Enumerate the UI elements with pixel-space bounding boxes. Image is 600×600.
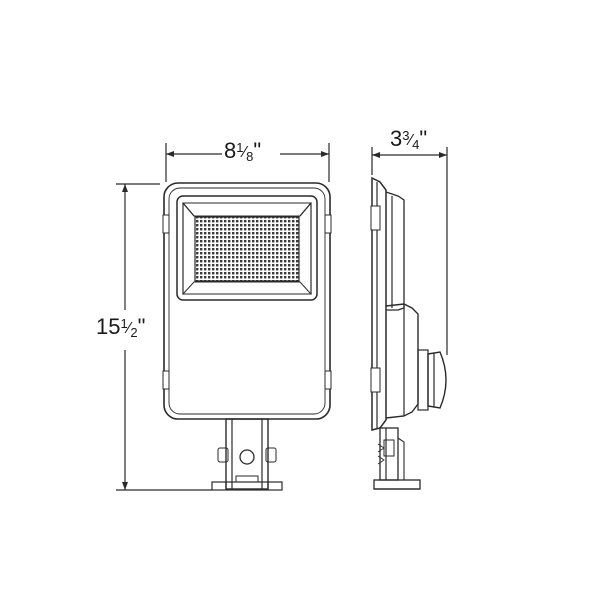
side-view — [370, 176, 447, 490]
depth-dimension-line — [371, 147, 448, 355]
width-whole: 8 — [224, 138, 237, 163]
photocell — [427, 351, 447, 409]
width-dimension-line — [165, 143, 330, 182]
width-fraction: 1⁄8 — [236, 140, 254, 164]
width-dimension-label: 81⁄8" — [224, 138, 262, 164]
depth-whole: 3 — [390, 126, 403, 151]
height-dimension-label: 151⁄2" — [96, 314, 146, 340]
depth-unit: " — [419, 126, 428, 151]
led-array — [194, 216, 300, 282]
height-unit: " — [137, 314, 146, 339]
height-dimension-line — [116, 183, 212, 491]
depth-dimension-label: 33⁄4" — [390, 126, 428, 152]
width-unit: " — [253, 138, 262, 163]
height-fraction: 1⁄2 — [120, 316, 138, 340]
depth-fraction: 3⁄4 — [402, 128, 420, 152]
height-whole: 15 — [96, 314, 121, 339]
front-view — [162, 182, 332, 491]
